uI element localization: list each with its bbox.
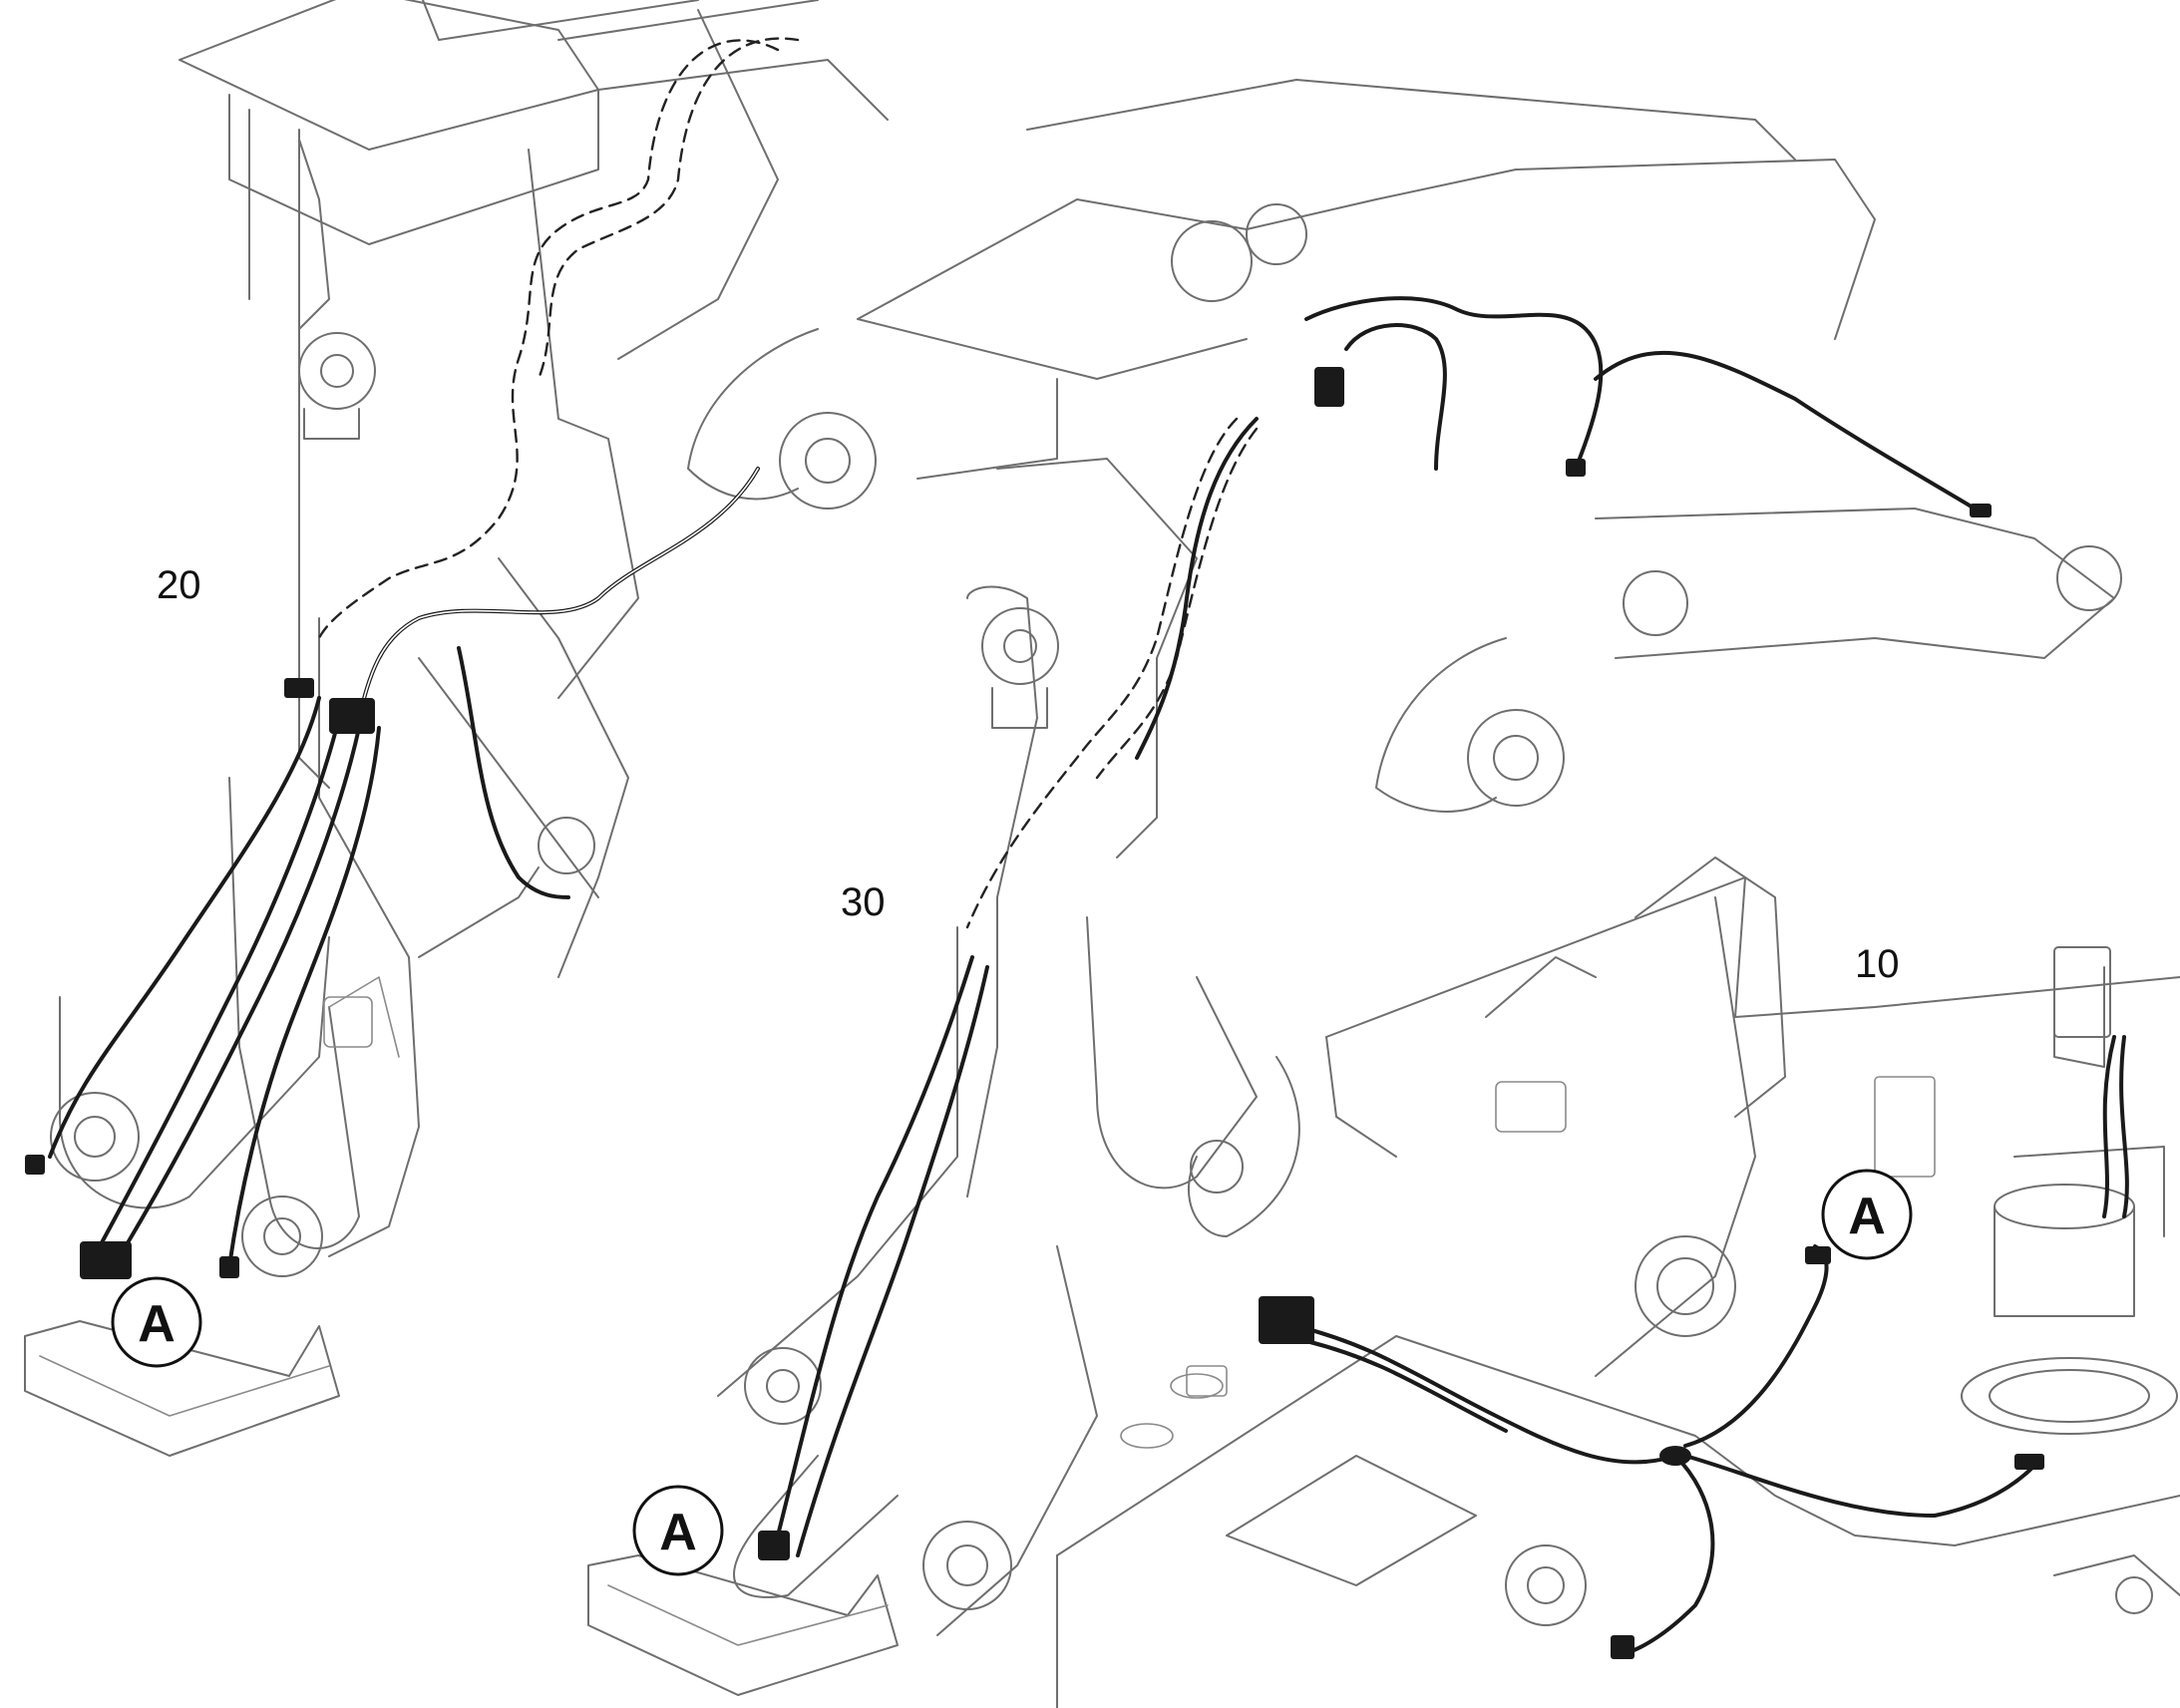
detail-callout-a-right-label: A xyxy=(1848,1188,1886,1245)
position-label-20: 20 xyxy=(157,563,201,607)
detail-callout-a-left-label: A xyxy=(138,1295,176,1353)
detail-callout-a-middle-label: A xyxy=(659,1504,697,1561)
detail-callout-a-right: A xyxy=(1821,1169,1913,1260)
frame-assembly-10 xyxy=(1056,856,2180,1708)
boom-assembly-20 xyxy=(50,0,889,1277)
bracket-plates xyxy=(24,1320,899,1696)
hose-set-10 xyxy=(1259,1035,2129,1659)
position-label-10: 10 xyxy=(1855,942,1900,986)
detail-callout-a-middle: A xyxy=(632,1485,724,1576)
hose-set-20 xyxy=(25,37,800,1279)
hose-set-30 xyxy=(758,296,1992,1560)
boom-assembly-30 xyxy=(717,79,2122,1636)
detail-callout-a-left: A xyxy=(111,1276,202,1368)
position-label-30: 30 xyxy=(841,880,886,924)
